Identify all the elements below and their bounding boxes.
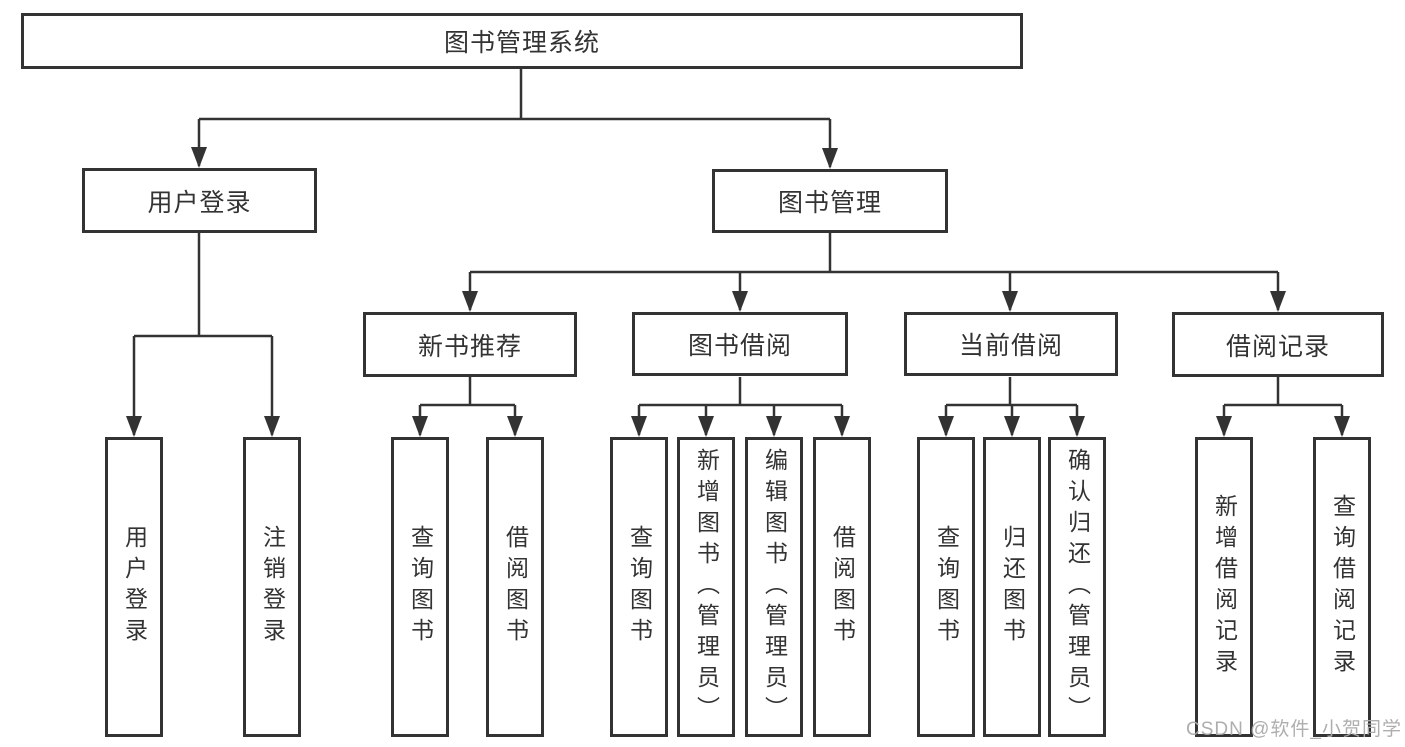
leaf-confirm-return-admin: 确认归还（管理员） — [1048, 437, 1106, 737]
arrowhead-icon — [732, 291, 748, 312]
leaf-borrow-books: 借阅图书 — [486, 437, 544, 737]
arrowhead-icon — [191, 147, 207, 168]
node-borrow-record: 借阅记录 — [1172, 312, 1384, 377]
node-book-management: 图书管理 — [712, 169, 948, 233]
csdn-watermark: CSDN @软件_小贺同学 — [1186, 719, 1402, 740]
leaf-query-books: 查询图书 — [917, 437, 975, 737]
leaf-add-borrow-record: 新增借阅记录 — [1195, 437, 1253, 737]
arrowhead-icon — [1334, 416, 1350, 437]
arrowhead-icon — [698, 416, 714, 437]
connector-bookborrow-to-leaves — [637, 377, 844, 435]
arrowhead-icon — [462, 291, 478, 312]
node-label: 当前借阅 — [958, 332, 1063, 360]
arrowhead-icon — [631, 416, 647, 437]
arrowhead-icon — [412, 416, 428, 437]
node-new-book-recommend: 新书推荐 — [363, 312, 577, 377]
node-label: 图书管理 — [777, 189, 882, 217]
node-label: 图书管理系统 — [443, 29, 600, 57]
leaf-borrow-books: 借阅图书 — [813, 437, 871, 737]
arrowhead-icon — [126, 416, 142, 437]
leaf-edit-books-admin: 编辑图书（管理员） — [745, 437, 803, 737]
node-user-login: 用户登录 — [82, 168, 317, 233]
connector-root-to-level2 — [197, 69, 832, 167]
leaf-user-login: 用户登录 — [105, 437, 163, 737]
node-label: 借阅记录 — [1225, 332, 1330, 361]
arrowhead-icon — [1004, 416, 1020, 437]
node-label: 用户登录 — [147, 188, 252, 217]
leaf-return-books: 归还图书 — [983, 437, 1041, 737]
node-current-borrow: 当前借阅 — [904, 312, 1118, 376]
connector-newbook-to-leaves — [418, 377, 517, 435]
connector-borrowrecord-to-leaves — [1222, 377, 1344, 435]
node-library-management-system: 图书管理系统 — [21, 13, 1023, 69]
node-book-borrow: 图书借阅 — [632, 312, 848, 376]
connector-currentborrow-to-leaves — [944, 377, 1079, 435]
arrowhead-icon — [1002, 291, 1018, 312]
connector-userlogin-to-leaves — [132, 233, 274, 435]
arrowhead-icon — [1216, 416, 1232, 437]
arrowhead-icon — [1270, 291, 1286, 312]
leaf-query-books: 查询图书 — [610, 437, 668, 737]
leaf-logout: 注销登录 — [243, 437, 301, 737]
leaf-add-books-admin: 新增图书（管理员） — [677, 437, 735, 737]
arrowhead-icon — [938, 416, 954, 437]
node-label: 图书借阅 — [687, 332, 792, 360]
arrowhead-icon — [834, 416, 850, 437]
arrowhead-icon — [264, 416, 280, 437]
arrowhead-icon — [766, 416, 782, 437]
leaf-query-books: 查询图书 — [391, 437, 449, 737]
arrowhead-icon — [507, 416, 523, 437]
leaf-query-borrow-record: 查询借阅记录 — [1313, 437, 1371, 737]
connector-bookmgmt-to-level3 — [468, 233, 1280, 310]
arrowhead-icon — [822, 148, 838, 169]
node-label: 新书推荐 — [417, 332, 522, 361]
arrowhead-icon — [1069, 416, 1085, 437]
